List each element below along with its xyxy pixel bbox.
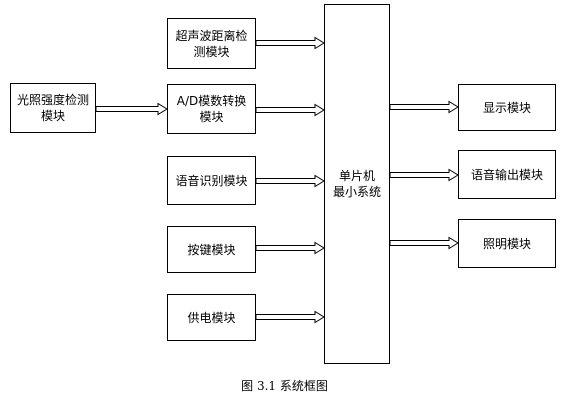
keys-label: 按键模块 xyxy=(187,242,236,257)
speech-recognition-label: 语音识别模块 xyxy=(175,173,248,188)
adc-module: A/D模数转换模块 xyxy=(167,84,256,134)
mcu-label-line1: 单片机 xyxy=(338,169,375,183)
arrow-ultrasonic-to-mcu xyxy=(255,36,325,50)
ultrasonic-module: 超声波距离检测模块 xyxy=(167,18,256,69)
power-module: 供电模块 xyxy=(167,294,256,341)
light-sensor-label: 光照强度检测模块 xyxy=(16,93,89,123)
figure-caption: 图 3.1 系统框图 xyxy=(241,379,328,393)
arrow-mcu-to-display xyxy=(389,100,459,114)
keys-module: 按键模块 xyxy=(167,226,256,273)
lighting-module: 照明模块 xyxy=(458,219,556,268)
arrow-keys-to-mcu xyxy=(255,241,325,255)
power-label: 供电模块 xyxy=(187,310,236,325)
lighting-label: 照明模块 xyxy=(482,236,531,251)
voice-output-label: 语音输出模块 xyxy=(470,167,543,182)
display-module: 显示模块 xyxy=(458,84,556,131)
voice-output-module: 语音输出模块 xyxy=(458,150,556,199)
arrow-speech-to-mcu xyxy=(255,174,325,188)
display-label: 显示模块 xyxy=(482,100,531,115)
mcu-label-line2: 最小系统 xyxy=(332,185,381,199)
light-sensor-module: 光照强度检测模块 xyxy=(10,83,96,133)
arrow-power-to-mcu xyxy=(255,310,325,324)
speech-recognition-module: 语音识别模块 xyxy=(167,156,256,205)
arrow-mcu-to-lighting xyxy=(389,236,459,250)
adc-label: A/D模数转换模块 xyxy=(176,94,247,124)
mcu-minimum-system: 单片机 最小系统 xyxy=(324,4,390,364)
arrow-adc-to-mcu xyxy=(255,103,325,117)
arrow-light-to-adc xyxy=(95,102,168,116)
ultrasonic-label: 超声波距离检测模块 xyxy=(175,28,248,59)
arrow-mcu-to-voice-output xyxy=(389,168,459,182)
